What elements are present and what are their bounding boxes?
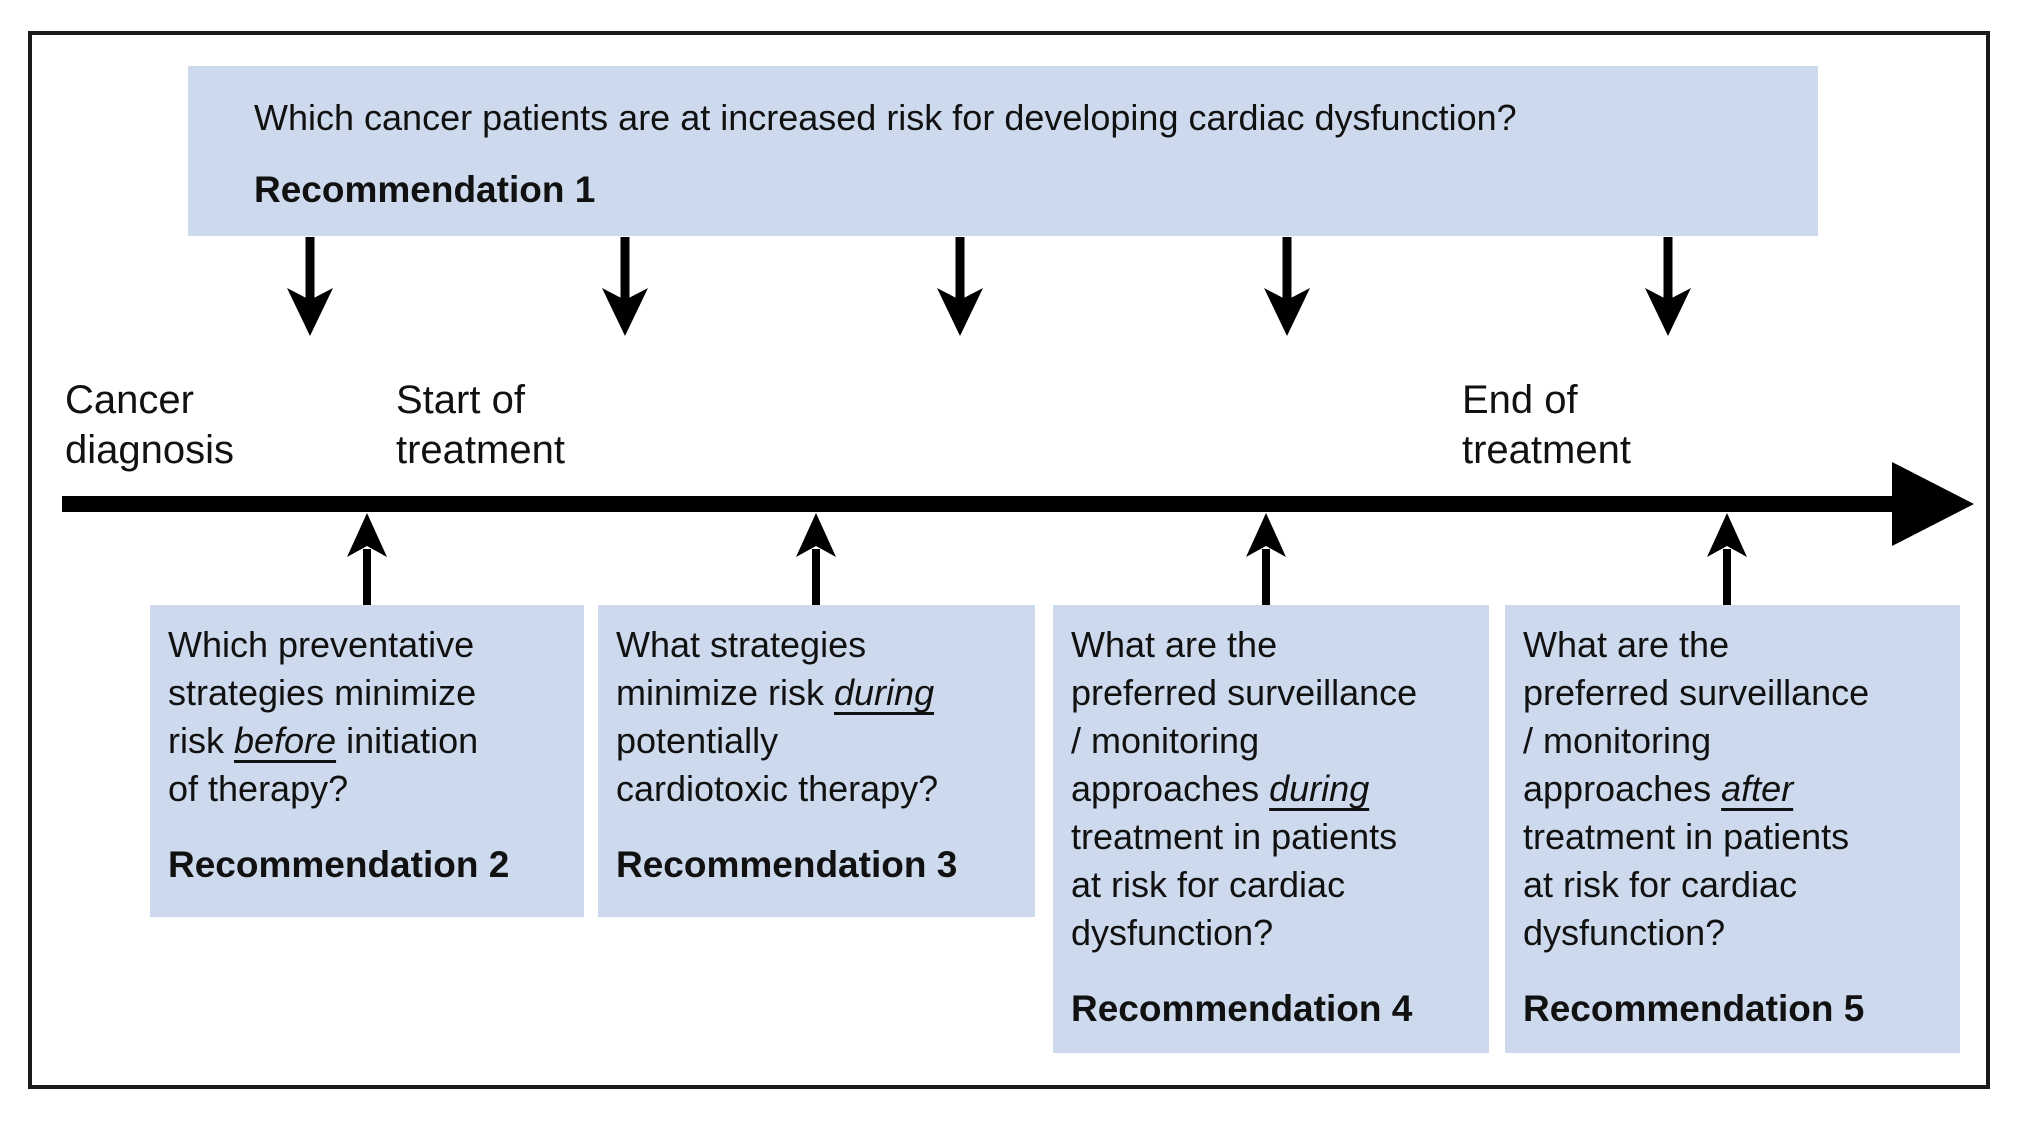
question-text: What strategies minimize risk	[616, 624, 867, 713]
recommendation-4-label: Recommendation 4	[1071, 988, 1413, 1029]
recommendation-2-label: Recommendation 2	[168, 844, 510, 885]
question-emphasis: before	[234, 720, 337, 761]
question-emphasis: after	[1721, 768, 1794, 809]
recommendation-5-box: What are the preferred surveillance / mo…	[1505, 605, 1960, 1053]
question-text: What are the preferred surveillance / mo…	[1071, 624, 1418, 809]
question-emphasis: during	[834, 672, 935, 713]
recommendation-3-label: Recommendation 3	[616, 844, 958, 885]
recommendation-2-question: Which preventative strategies minimize r…	[168, 621, 572, 813]
recommendation-4-question: What are the preferred surveillance / mo…	[1071, 621, 1477, 957]
recommendation-1-label: Recommendation 1	[254, 169, 596, 210]
question-text: What are the preferred surveillance / mo…	[1523, 624, 1870, 809]
question-text: Which preventative strategies minimize r…	[168, 624, 477, 761]
recommendation-3-box: What strategies minimize risk during pot…	[598, 605, 1035, 917]
recommendation-1-question: Which cancer patients are at increased r…	[254, 97, 1517, 138]
question-text: treatment in patients at risk for cardia…	[1523, 816, 1850, 953]
recommendation-2-box: Which preventative strategies minimize r…	[150, 605, 584, 917]
timeline-label-start-of-treatment: Start of treatment	[396, 378, 565, 472]
timeline-label-end-of-treatment: End of treatment	[1462, 378, 1631, 472]
question-emphasis: during	[1269, 768, 1370, 809]
recommendation-1-box: Which cancer patients are at increased r…	[188, 66, 1818, 236]
question-text: treatment in patients at risk for cardia…	[1071, 816, 1398, 953]
recommendation-5-label: Recommendation 5	[1523, 988, 1865, 1029]
question-text: potentially cardiotoxic therapy?	[616, 720, 939, 809]
timeline-label-cancer-diagnosis: Cancer diagnosis	[65, 378, 235, 472]
recommendation-3-question: What strategies minimize risk during pot…	[616, 621, 1023, 813]
recommendation-4-box: What are the preferred surveillance / mo…	[1053, 605, 1489, 1053]
question-text: initiation of therapy?	[168, 720, 479, 809]
figure-border-frame	[28, 31, 1990, 1089]
recommendation-5-question: What are the preferred surveillance / mo…	[1523, 621, 1948, 957]
